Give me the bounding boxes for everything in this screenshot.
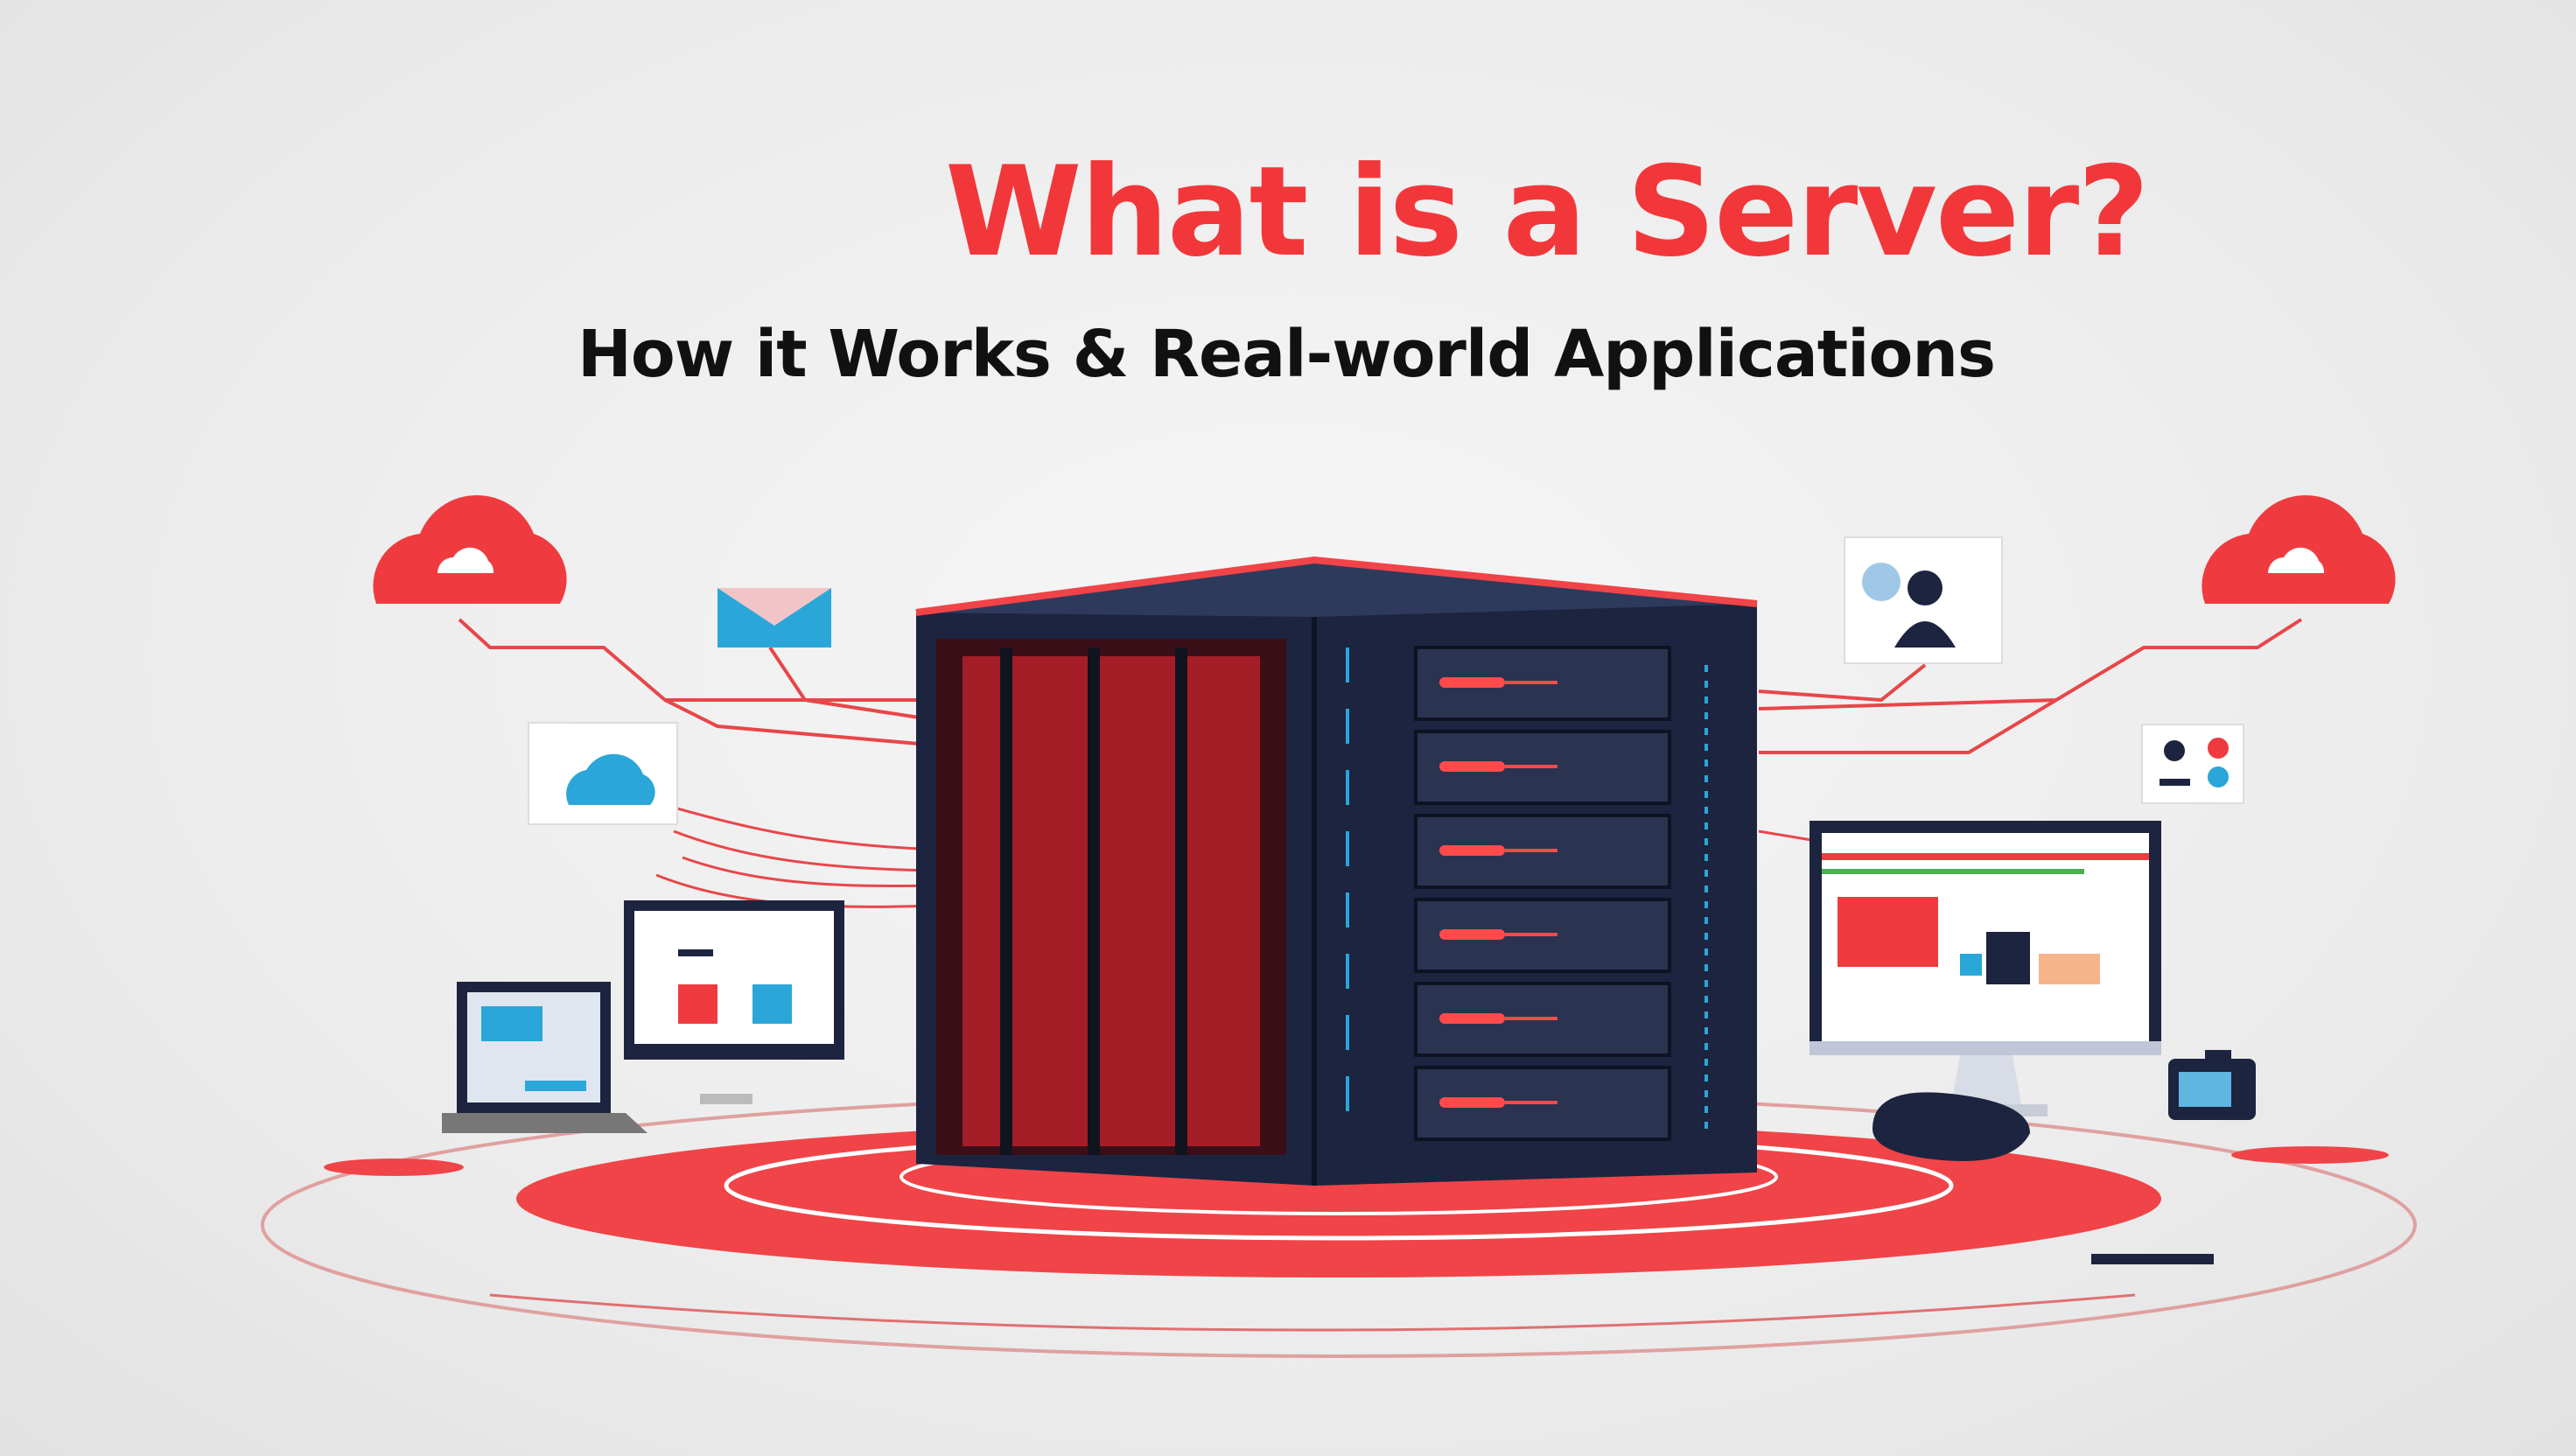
page-title: What is a Server? [945, 140, 2150, 284]
mouse-icon [1872, 1092, 2030, 1161]
cloud-card [528, 722, 678, 825]
server-icon [915, 556, 1758, 1186]
page-subtitle: How it Works & Real-world Applications [578, 317, 1996, 392]
monitor-icon [1810, 821, 2161, 1116]
monitor-icon-small [624, 900, 844, 1104]
status-icons-card [2141, 724, 2244, 804]
cloud-icon-left [373, 494, 567, 604]
camera-icon [2168, 1050, 2256, 1120]
drive-leds [1439, 677, 1558, 1108]
user-card [1844, 536, 2003, 664]
envelope-icon [718, 588, 831, 648]
cloud-icon-right [2202, 494, 2396, 604]
laptop-icon [442, 982, 648, 1133]
user-icon [1908, 570, 1942, 606]
phone-icon [2091, 1254, 2214, 1264]
cloud-icon [566, 753, 655, 805]
